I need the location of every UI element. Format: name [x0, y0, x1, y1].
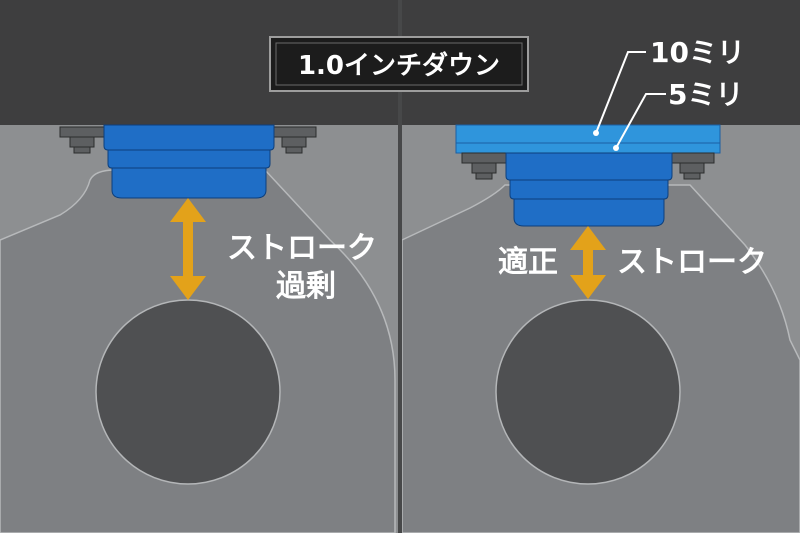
- right-bumpstop: [505, 152, 673, 227]
- left-nut-left: [59, 126, 105, 154]
- left-bumpstop: [103, 124, 275, 199]
- title-badge: 1.0インチダウン: [269, 36, 529, 92]
- left-nut-right: [271, 126, 317, 154]
- left-stroke-state: 過剰: [276, 269, 336, 304]
- spacer-callout-lines: [595, 51, 666, 149]
- spacer-thick-label: 10ミリ: [650, 36, 745, 69]
- right-panel: 10ミリ 5ミリ 適正 ストローク: [401, 36, 800, 533]
- title-text: 1.0インチダウン: [298, 50, 500, 81]
- right-nut-right: [669, 152, 715, 180]
- right-stroke-label: ストローク: [617, 245, 767, 280]
- right-spacer: [455, 124, 721, 154]
- right-tire: [495, 299, 681, 485]
- spacer-thin-label: 5ミリ: [668, 78, 743, 111]
- panel-divider: [398, 0, 402, 533]
- left-panel: ストローク 過剰: [0, 124, 398, 533]
- right-nut-left: [461, 152, 507, 180]
- left-stroke-arrow: [170, 198, 206, 300]
- callout-dot-thin: [613, 145, 619, 151]
- right-stroke-arrow: [570, 226, 606, 299]
- callout-dot-thick: [593, 130, 599, 136]
- left-tire: [95, 299, 281, 485]
- right-stroke-state: 適正: [498, 245, 558, 280]
- left-stroke-label: ストローク: [227, 231, 377, 266]
